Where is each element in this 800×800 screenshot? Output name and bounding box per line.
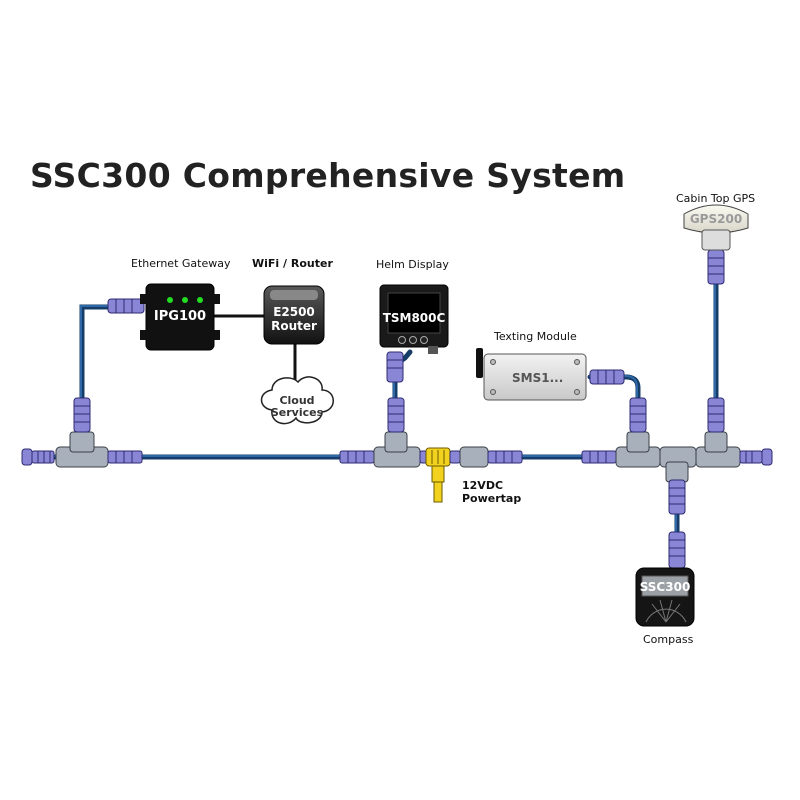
status-led: [167, 297, 173, 303]
device-connectors: [107, 249, 725, 569]
display-model-label: TSM800C: [383, 311, 446, 325]
wifi-router-label: WiFi / Router: [252, 257, 333, 270]
powertap-label-line2: Powertap: [462, 492, 522, 505]
router-label-line1: E2500: [273, 305, 315, 319]
powertap-label-line1: 12VDC: [462, 479, 504, 492]
cloud-icon: Cloud Services: [260, 376, 334, 425]
display-button: [409, 336, 417, 344]
display-button: [420, 336, 428, 344]
sms-model-label: SMS1...: [512, 371, 563, 385]
display-button: [398, 336, 406, 344]
helm-display-device: TSM800C: [379, 284, 449, 354]
compass-device: SSC300: [635, 567, 695, 627]
ethernet-gateway-label: Ethernet Gateway: [131, 257, 231, 270]
gateway-model-label: IPG100: [154, 309, 206, 324]
backbone-connectors-right: [581, 397, 773, 515]
texting-module-label: Texting Module: [494, 330, 577, 343]
cloud-label-line2: Services: [271, 406, 324, 419]
gps-model-label: GPS200: [690, 212, 742, 226]
backbone-connectors-center: [339, 397, 523, 503]
status-led: [197, 297, 203, 303]
helm-display-label: Helm Display: [376, 258, 449, 271]
page-title: SSC300 Comprehensive System: [30, 156, 626, 195]
router-device: E2500 Router: [263, 285, 325, 345]
router-label-line2: Router: [271, 319, 317, 333]
backbone-connectors-left: [21, 397, 143, 468]
compass-model-label: SSC300: [640, 580, 691, 594]
compass-label: Compass: [643, 633, 694, 646]
gps-antenna-device: GPS200: [683, 204, 749, 251]
texting-module-device: SMS1...: [476, 348, 587, 401]
cabin-top-gps-label: Cabin Top GPS: [676, 192, 756, 205]
status-led: [182, 297, 188, 303]
cloud-label-line1: Cloud: [279, 394, 314, 407]
gateway-device: IPG100: [140, 283, 220, 351]
